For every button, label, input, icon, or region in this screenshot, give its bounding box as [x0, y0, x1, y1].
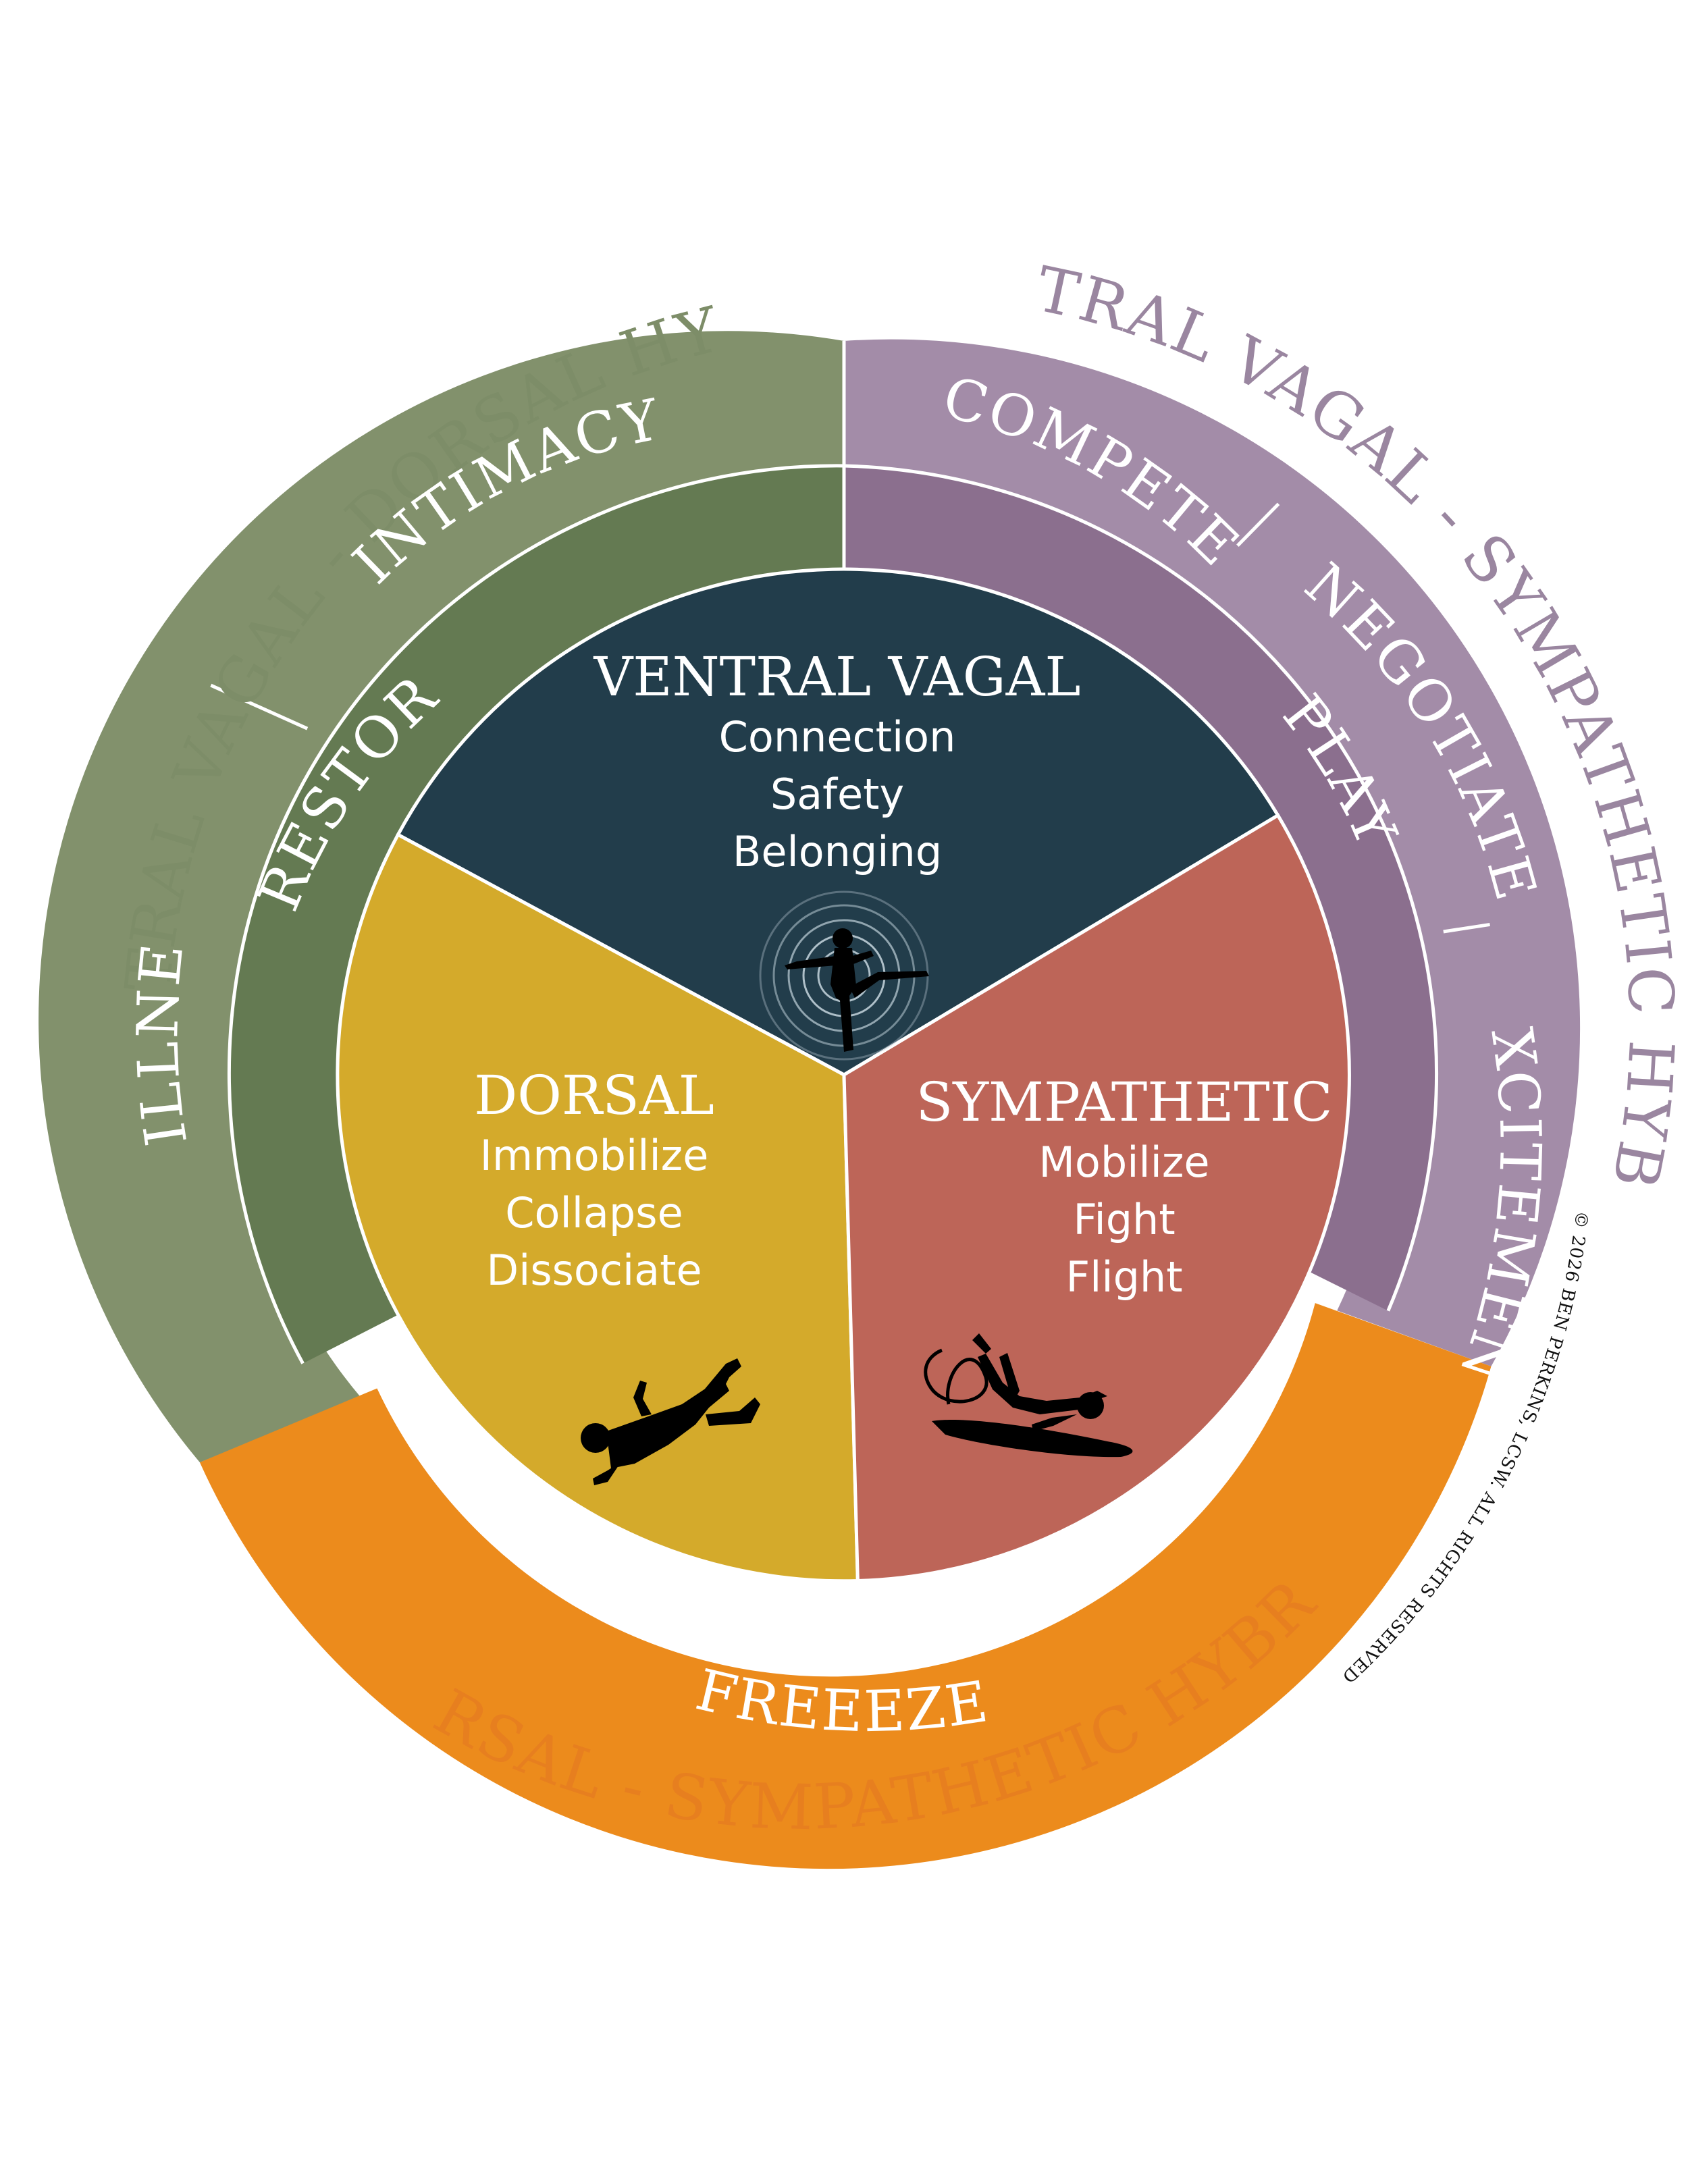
dorsal-line-3: Dissociate [486, 1246, 702, 1295]
sympathetic-sector [842, 813, 1351, 1583]
dorsal-sector [336, 832, 860, 1583]
green-inner-band [229, 465, 844, 1364]
divider-compete-negotiate [1236, 502, 1280, 548]
ventral-vagal-title: VENTRAL VAGAL [593, 645, 1080, 708]
divider-intimacy-stillness [210, 683, 309, 730]
dorsal-line-2: Collapse [505, 1188, 683, 1237]
freeze-band [199, 1303, 1492, 1869]
sympathetic-line-1: Mobilize [1038, 1138, 1209, 1187]
ventral-vagal-sector [396, 567, 1281, 1077]
dorsal-line-1: Immobilize [480, 1131, 709, 1180]
sympathetic-line-2: Fight [1073, 1195, 1175, 1244]
sympathetic-title: SYMPATHETIC [916, 1071, 1332, 1134]
balancing-person-icon [759, 890, 929, 1061]
surfer-wipeout-icon [924, 1333, 1133, 1458]
divider-negotiate-excitement [1443, 922, 1490, 934]
green-inner-boundary [227, 464, 845, 1364]
falling-person-icon [581, 1358, 760, 1485]
ventral-line-3: Belonging [733, 827, 942, 876]
sympathetic-line-3: Flight [1065, 1252, 1182, 1302]
ventral-line-1: Connection [719, 712, 956, 762]
purple-inner-boundary [843, 464, 1439, 1312]
dorsal-title: DORSAL [474, 1064, 714, 1127]
ventral-line-2: Safety [770, 770, 904, 819]
